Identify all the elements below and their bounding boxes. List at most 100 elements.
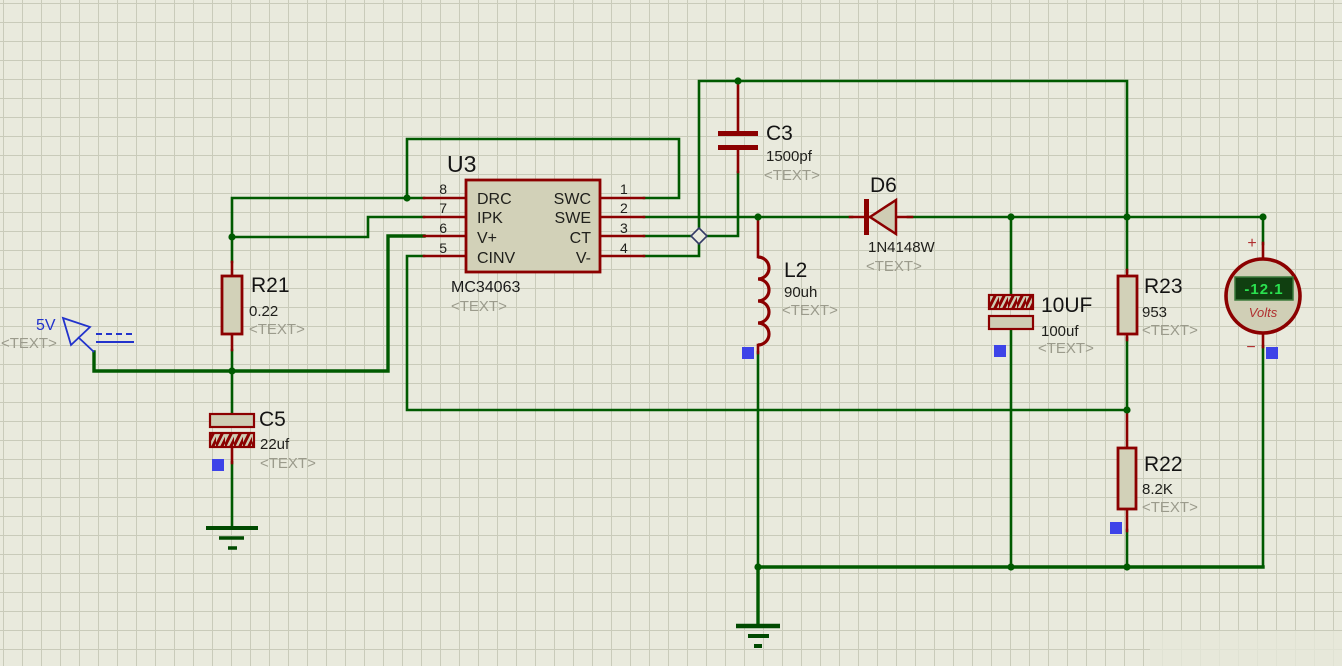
selection-marker — [994, 345, 1006, 357]
l2-placeholder[interactable]: <TEXT> — [782, 302, 838, 319]
c5-value-label[interactable]: 22uf — [260, 436, 290, 453]
resistor-r22[interactable]: R22 8.2K <TEXT> — [1116, 408, 1198, 533]
voltmeter-display — [1234, 276, 1294, 301]
wire-cinv-feedback[interactable] — [405, 254, 1129, 412]
u3-pin-name-drc: DRC — [477, 191, 512, 208]
r22-ref-label[interactable]: R22 — [1144, 453, 1183, 476]
c3-value-label[interactable]: 1500pf — [766, 148, 813, 165]
junction-dot — [754, 563, 762, 571]
u3-ref-label[interactable]: U3 — [447, 151, 476, 177]
junction-dot — [734, 77, 742, 85]
capacitor-c5[interactable]: C5 22uf <TEXT> — [208, 408, 316, 472]
u3-pin-name-swc: SWC — [554, 191, 591, 208]
junction-dot — [1123, 406, 1131, 414]
u3-pin5-number: 5 — [439, 240, 447, 256]
selection-marker — [1110, 522, 1122, 534]
r23-placeholder[interactable]: <TEXT> — [1142, 322, 1198, 339]
resistor-r21[interactable]: R21 0.22 <TEXT> — [220, 260, 305, 352]
diode-d6[interactable]: D6 1N4148W <TEXT> — [848, 174, 936, 275]
power-terminal-5v[interactable]: 5V <TEXT> — [1, 316, 134, 353]
r23-value-label[interactable]: 953 — [1142, 304, 1167, 321]
l2-coil[interactable] — [757, 255, 771, 347]
u3-pin4-number: 4 — [620, 240, 628, 256]
u3-pin8-number: 8 — [439, 181, 447, 197]
u3-body[interactable] — [464, 178, 602, 274]
u3-pin-name-ipk: IPK — [477, 210, 503, 227]
r22-value-label[interactable]: 8.2K — [1142, 481, 1173, 498]
c3-plate-bottom — [718, 145, 758, 150]
l2-value-label[interactable]: 90uh — [784, 284, 817, 301]
u3-part-label[interactable]: MC34063 — [451, 279, 520, 296]
selection-marker — [212, 459, 224, 471]
inductor-l2[interactable]: L2 90uh <TEXT> — [756, 216, 838, 355]
u3-pin7-number: 7 — [439, 200, 447, 216]
r21-placeholder[interactable]: <TEXT> — [249, 321, 305, 338]
wire-5v-rail[interactable] — [92, 234, 426, 373]
power-terminal-arrow-icon — [61, 316, 92, 347]
u3-pin6-number: 6 — [439, 220, 447, 236]
wires — [92, 79, 1265, 569]
ic-u3[interactable]: 8 7 6 5 1 2 3 4 DRC IPK V+ CINV SWC SWE … — [422, 151, 646, 315]
u3-pin-name-vminus: V- — [576, 250, 591, 267]
r23-body[interactable] — [1116, 274, 1139, 336]
capacitor-10uf[interactable]: 10UF 100uf <TEXT> — [987, 293, 1094, 357]
resistor-r23[interactable]: R23 953 <TEXT> — [1116, 268, 1198, 342]
c3-placeholder[interactable]: <TEXT> — [764, 167, 820, 184]
junction-dot — [228, 233, 236, 241]
r22-placeholder[interactable]: <TEXT> — [1142, 499, 1198, 516]
junction-dot — [1259, 213, 1267, 221]
cout-placeholder[interactable]: <TEXT> — [1038, 340, 1094, 357]
wire-swc-loop[interactable] — [405, 137, 681, 200]
c5-plate-positive — [208, 412, 256, 429]
junction-dot — [403, 194, 411, 202]
voltmeter-plus-label: + — [1247, 235, 1256, 252]
power-label[interactable]: 5V — [36, 317, 56, 334]
capacitor-c3[interactable]: C3 1500pf <TEXT> — [718, 80, 820, 184]
c3-ref-label[interactable]: C3 — [766, 122, 793, 145]
c5-plate-negative — [208, 431, 256, 449]
r21-value-label[interactable]: 0.22 — [249, 303, 278, 320]
junction-dot — [1123, 213, 1131, 221]
voltmeter-unit-label: Volts — [1249, 305, 1278, 320]
cout-plate-positive — [987, 314, 1035, 331]
wire-vminus-top-rail[interactable] — [642, 79, 1129, 258]
junction-dot — [1007, 563, 1015, 571]
voltmeter-reading: -12.1 — [1244, 281, 1283, 298]
r21-body[interactable] — [220, 274, 244, 336]
c5-ref-label[interactable]: C5 — [259, 408, 286, 431]
voltmeter[interactable]: -12.1 Volts + − — [1224, 235, 1302, 356]
junction-dot — [754, 213, 762, 221]
u3-pin-name-cinv: CINV — [477, 250, 516, 267]
d6-value-label[interactable]: 1N4148W — [868, 239, 936, 256]
c5-placeholder[interactable]: <TEXT> — [260, 455, 316, 472]
ground-symbol-main[interactable] — [736, 565, 780, 648]
junction-dot — [228, 367, 236, 375]
wire-drc-to-r21[interactable] — [230, 196, 426, 264]
c3-plate-top — [718, 131, 758, 136]
power-terminal-lead — [77, 336, 95, 353]
u3-pin-name-ct: CT — [570, 230, 592, 247]
wire-ct-to-c3[interactable] — [642, 170, 740, 238]
cout-plate-negative — [987, 293, 1035, 311]
r23-ref-label[interactable]: R23 — [1144, 275, 1183, 298]
d6-placeholder[interactable]: <TEXT> — [866, 258, 922, 275]
wire-ipk-jog[interactable] — [230, 215, 426, 239]
junction-dot — [1123, 563, 1131, 571]
u3-placeholder[interactable]: <TEXT> — [451, 298, 507, 315]
l2-ref-label[interactable]: L2 — [784, 259, 807, 282]
u3-pin-name-swe: SWE — [555, 210, 591, 227]
selection-marker — [742, 347, 754, 359]
r22-body[interactable] — [1116, 446, 1138, 511]
u3-pin1-number: 1 — [620, 181, 628, 197]
r21-ref-label[interactable]: R21 — [251, 274, 290, 297]
wire-crossing-diamond-icon — [689, 226, 709, 246]
cout-ref-label[interactable]: 10UF — [1041, 294, 1092, 317]
ground-symbol-left[interactable] — [206, 526, 258, 550]
d6-ref-label[interactable]: D6 — [870, 174, 897, 197]
selection-marker — [1266, 347, 1278, 359]
junction-dot — [1007, 213, 1015, 221]
cout-value-label[interactable]: 100uf — [1041, 323, 1079, 340]
power-placeholder[interactable]: <TEXT> — [1, 335, 57, 352]
d6-anode-triangle — [867, 197, 898, 237]
